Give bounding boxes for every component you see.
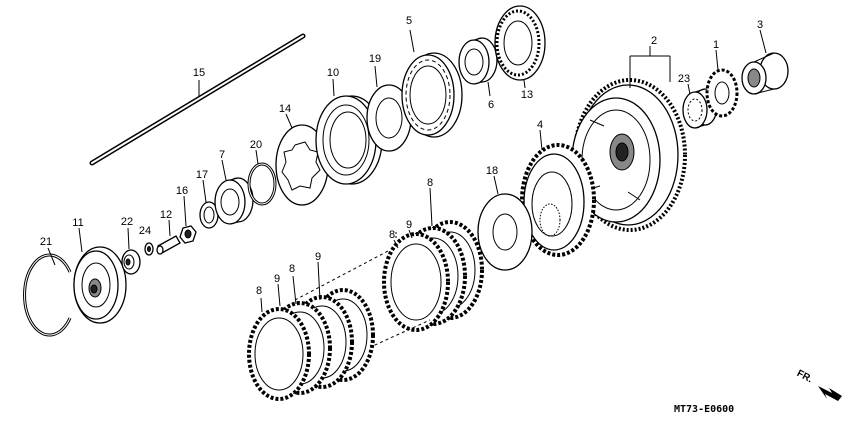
part-11-pressure-plate — [73, 246, 127, 324]
part-4-clutch-center — [520, 143, 596, 257]
part-3-collar — [741, 52, 789, 95]
label-part-13: 13 — [521, 89, 533, 101]
label-part-18: 18 — [486, 165, 498, 177]
part-5-splined-hub — [401, 52, 463, 138]
part-6-needle-bearing — [458, 37, 498, 85]
label-part-4: 4 — [537, 119, 543, 131]
part-7-collar — [214, 177, 254, 225]
label-part-19: 19 — [369, 53, 381, 65]
label-part-22: 22 — [121, 216, 133, 228]
label-part-17: 17 — [196, 169, 208, 181]
label-part-20: 20 — [250, 139, 262, 151]
label-part-24: 24 — [139, 225, 151, 237]
label-part-3: 3 — [757, 19, 763, 31]
label-part-21: 21 — [40, 236, 52, 248]
part-16-lock-nut — [179, 225, 197, 244]
label-part-12: 12 — [160, 209, 172, 221]
label-part-14: 14 — [279, 103, 291, 115]
part-17-washer — [199, 201, 219, 229]
part-22-bearing — [121, 249, 141, 275]
label-part-9a: 9 — [406, 219, 412, 231]
part-13-one-way-clutch — [494, 5, 546, 81]
label-part-15: 15 — [193, 67, 205, 79]
part-1-drive-gear — [705, 68, 739, 118]
clutch-plate-stack-lower — [247, 288, 375, 401]
label-part-8b: 8 — [389, 229, 395, 241]
label-part-23: 23 — [678, 73, 690, 85]
label-part-9c: 9 — [274, 273, 280, 285]
front-direction-arrow — [818, 386, 842, 401]
part-18-thrust-washer — [477, 193, 533, 271]
part-15-shaft — [89, 33, 306, 166]
part-12-lifter-rod — [156, 235, 181, 255]
diagram-code: MT73-E0600 — [674, 404, 734, 415]
label-part-8a: 8 — [427, 177, 433, 189]
label-part-11: 11 — [72, 217, 83, 229]
label-part-2: 2 — [651, 35, 657, 47]
label-part-9b: 9 — [315, 251, 321, 263]
label-part-6: 6 — [488, 99, 494, 111]
part-24-washer — [144, 242, 154, 256]
label-part-8c: 8 — [289, 263, 295, 275]
front-direction-label: FR. — [795, 368, 815, 385]
clutch-plate-stack-upper — [382, 220, 484, 332]
part-20-circlip — [247, 162, 277, 206]
part-21-snap-ring — [23, 253, 72, 337]
label-part-10: 10 — [327, 67, 339, 79]
label-part-7: 7 — [219, 149, 225, 161]
label-part-5: 5 — [406, 15, 412, 27]
label-part-8d: 8 — [256, 285, 262, 297]
label-part-16: 16 — [176, 185, 188, 197]
part-2-clutch-outer — [571, 78, 687, 232]
label-part-1: 1 — [713, 39, 719, 51]
